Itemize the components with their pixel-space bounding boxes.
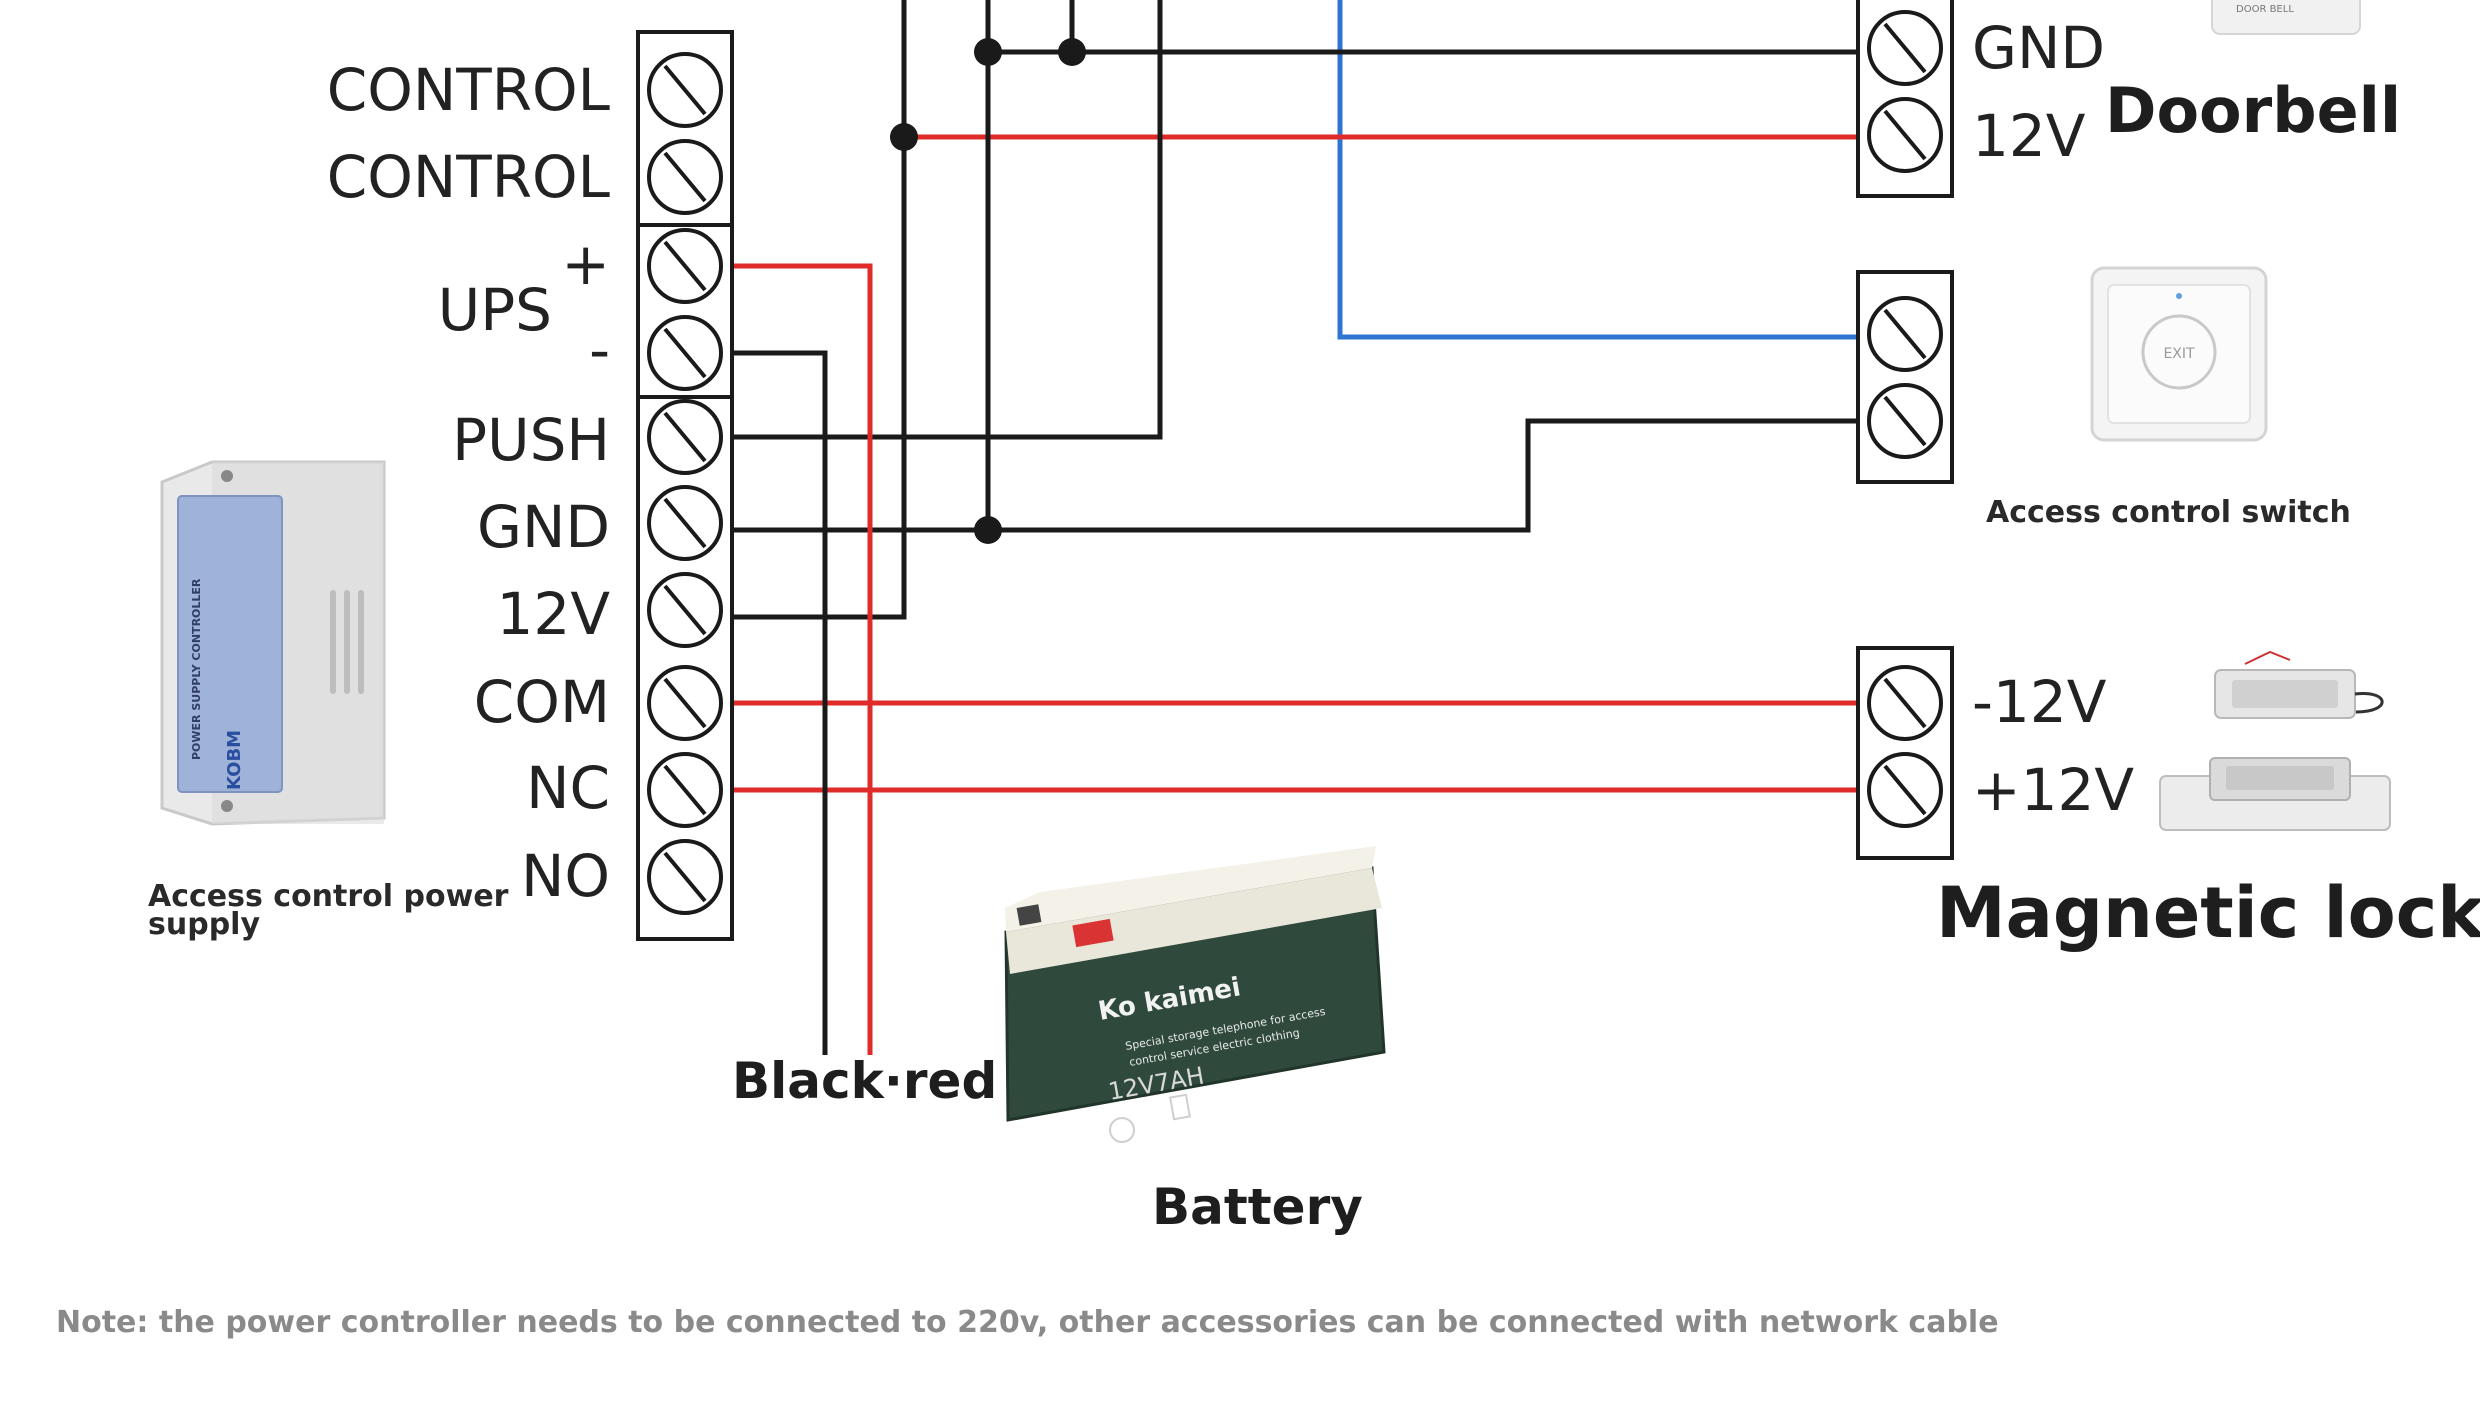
junction-dot	[890, 123, 918, 151]
controller-screw-slot-6	[663, 497, 707, 549]
power-supply-device-image: POWER SUPPLY CONTROLLER KOBM	[160, 460, 386, 826]
exit-switch-device-print: EXIT	[2163, 346, 2195, 362]
installation-note: Note: the power controller needs to be c…	[56, 1305, 1999, 1340]
doorbell-caption: Doorbell	[2105, 74, 2401, 147]
terminal-label-ups-plus: +	[561, 230, 610, 298]
junction-dot	[1058, 38, 1086, 66]
controller-screw-slot-5	[663, 411, 707, 463]
exit-switch-device-image: EXIT	[2090, 266, 2268, 442]
doorbell-device-image: DOOR BELL	[2211, 0, 2361, 35]
terminal-label-no: NO	[521, 842, 610, 910]
wire-blue-exit-switch	[1337, 0, 1865, 340]
doorbell-terminal-strip: GND 12V Doorbell	[1856, 0, 2401, 198]
magnetic-lock-caption: Magnetic lock	[1936, 872, 2480, 954]
terminal-label-12v: 12V	[497, 580, 611, 648]
wire-red-ups-plus-battery	[732, 263, 873, 1055]
battery-lead-label: Black·red	[732, 1052, 997, 1110]
terminal-label-ups-minus: -	[589, 316, 610, 384]
wires	[732, 0, 1865, 1055]
wire-black-gnd-exit-switch	[732, 418, 1865, 533]
magnetic-lock-device-image	[2159, 650, 2391, 831]
doorbell-terminal-gnd-label: GND	[1972, 14, 2105, 82]
doorbell-device-print: DOOR BELL	[2236, 4, 2294, 15]
exit-switch-screw-slot-2	[1883, 395, 1927, 447]
battery-caption: Battery	[1152, 1178, 1363, 1236]
controller-screw-slot-10	[663, 851, 707, 903]
lock-terminal-minus12v-label: -12V	[1972, 668, 2107, 736]
lock-terminal-plus12v-label: +12V	[1972, 756, 2134, 824]
controller-screw-slot-4	[663, 327, 707, 379]
lock-screw-slot-2	[1883, 764, 1927, 816]
power-supply-print-brand: KOBM	[224, 730, 245, 790]
ups-group-label: UPS	[438, 276, 552, 344]
controller-terminal-labels: CONTROL CONTROL + - UPS PUSH GND 12V COM…	[327, 56, 611, 910]
terminal-label-control-2: CONTROL	[327, 143, 610, 211]
doorbell-screw-slot-1	[1883, 22, 1927, 74]
lock-screw-slot-1	[1883, 677, 1927, 729]
junction-dot	[974, 38, 1002, 66]
battery-device-image: Ko kaimei Special storage telephone for …	[1004, 846, 1386, 1143]
junction-dot	[974, 516, 1002, 544]
doorbell-terminal-12v-label: 12V	[1972, 102, 2086, 170]
power-supply-print-title: POWER SUPPLY CONTROLLER	[190, 578, 203, 760]
lock-terminal-strip: -12V +12V	[1856, 646, 2134, 860]
power-supply-caption-line2: supply	[148, 907, 260, 942]
controller-screw-slot-9	[663, 764, 707, 816]
controller-screw-slot-2	[663, 151, 707, 203]
terminal-label-nc: NC	[526, 754, 610, 822]
terminal-label-control-1: CONTROL	[327, 56, 610, 124]
wire-black-push	[732, 0, 1163, 440]
controller-terminal-strip	[636, 30, 734, 941]
terminal-label-push: PUSH	[452, 406, 610, 474]
doorbell-screw-slot-2	[1883, 109, 1927, 161]
exit-switch-caption: Access control switch	[1986, 495, 2351, 530]
terminal-label-gnd: GND	[477, 493, 610, 561]
exit-switch-screw-slot-1	[1883, 308, 1927, 360]
controller-screw-slot-3	[663, 240, 707, 292]
power-supply-caption-line1: Access control power	[148, 879, 509, 914]
wire-black-ups-minus-battery	[732, 350, 828, 1055]
terminal-label-com: COM	[474, 668, 610, 736]
controller-screw-slot-8	[663, 677, 707, 729]
controller-screw-slot-7	[663, 584, 707, 636]
wire-black-bus-12v	[732, 0, 907, 620]
controller-screw-slot-1	[663, 64, 707, 116]
exit-switch-terminal-strip	[1856, 270, 1954, 484]
